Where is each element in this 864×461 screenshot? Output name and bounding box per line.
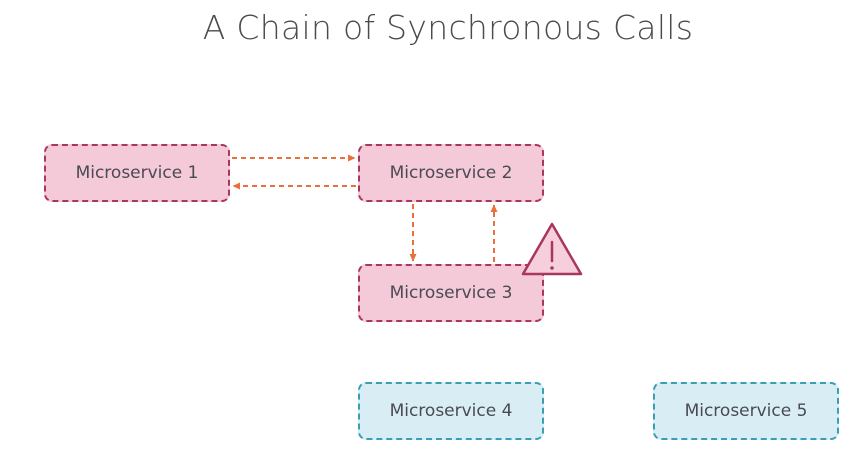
microservice-5-node: Microservice 5: [653, 382, 839, 440]
microservice-1-label: Microservice 1: [75, 163, 199, 183]
microservice-4-label: Microservice 4: [389, 401, 513, 421]
microservice-2-node: Microservice 2: [358, 144, 544, 202]
microservice-2-label: Microservice 2: [389, 163, 513, 183]
microservice-1-node: Microservice 1: [44, 144, 230, 202]
diagram-title: A Chain of Synchronous Calls: [202, 8, 694, 47]
microservice-3-label: Microservice 3: [389, 283, 513, 303]
microservice-3-node: Microservice 3: [358, 264, 544, 322]
microservice-4-node: Microservice 4: [358, 382, 544, 440]
microservice-5-label: Microservice 5: [684, 401, 808, 421]
